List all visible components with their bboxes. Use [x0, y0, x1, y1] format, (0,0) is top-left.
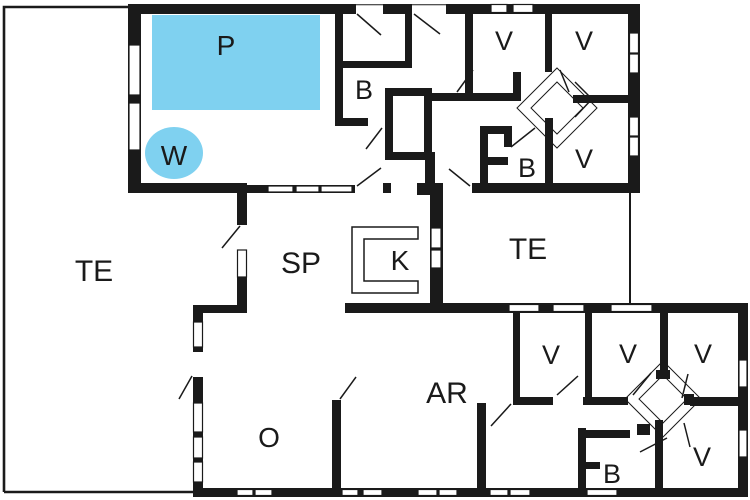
room-label-pool: P — [217, 30, 236, 61]
room-label-terrace-left: TE — [75, 255, 113, 288]
terrace-left-outline — [2, 5, 128, 492]
room-label-bath-top-right: B — [518, 153, 536, 183]
room-label-bed-bottom-3: V — [694, 339, 712, 369]
terrace-outlines — [2, 5, 631, 494]
wall-openings — [193, 4, 446, 377]
angled-hall-vestibules — [516, 67, 702, 438]
room-label-bed-bottom-2: V — [619, 339, 637, 369]
room-label-bath-poolhouse: B — [355, 75, 373, 105]
room-labels: P W B V V V B TE TE SP K AR O V V V V B — [75, 26, 712, 489]
kitchen-counter — [351, 226, 419, 294]
windows — [128, 3, 748, 497]
room-label-whirlpool: W — [161, 140, 188, 171]
room-label-bed-top-2: V — [575, 26, 593, 56]
room-label-terrace-right: TE — [509, 233, 547, 266]
room-label-bed-top-3: V — [575, 144, 593, 174]
swimming-pool — [152, 15, 320, 110]
room-label-kitchen: K — [391, 245, 410, 276]
whirlpool — [145, 127, 203, 179]
room-label-dining: SP — [281, 247, 321, 280]
room-label-bath-bottom: B — [603, 459, 621, 489]
room-label-bed-bottom-1: V — [542, 340, 560, 370]
room-label-bed-bottom-4: V — [693, 442, 711, 472]
room-label-bed-top-1: V — [495, 26, 513, 56]
room-label-living-room: O — [258, 422, 280, 453]
door-swings — [178, 13, 691, 453]
room-label-annex-room: AR — [426, 377, 468, 410]
